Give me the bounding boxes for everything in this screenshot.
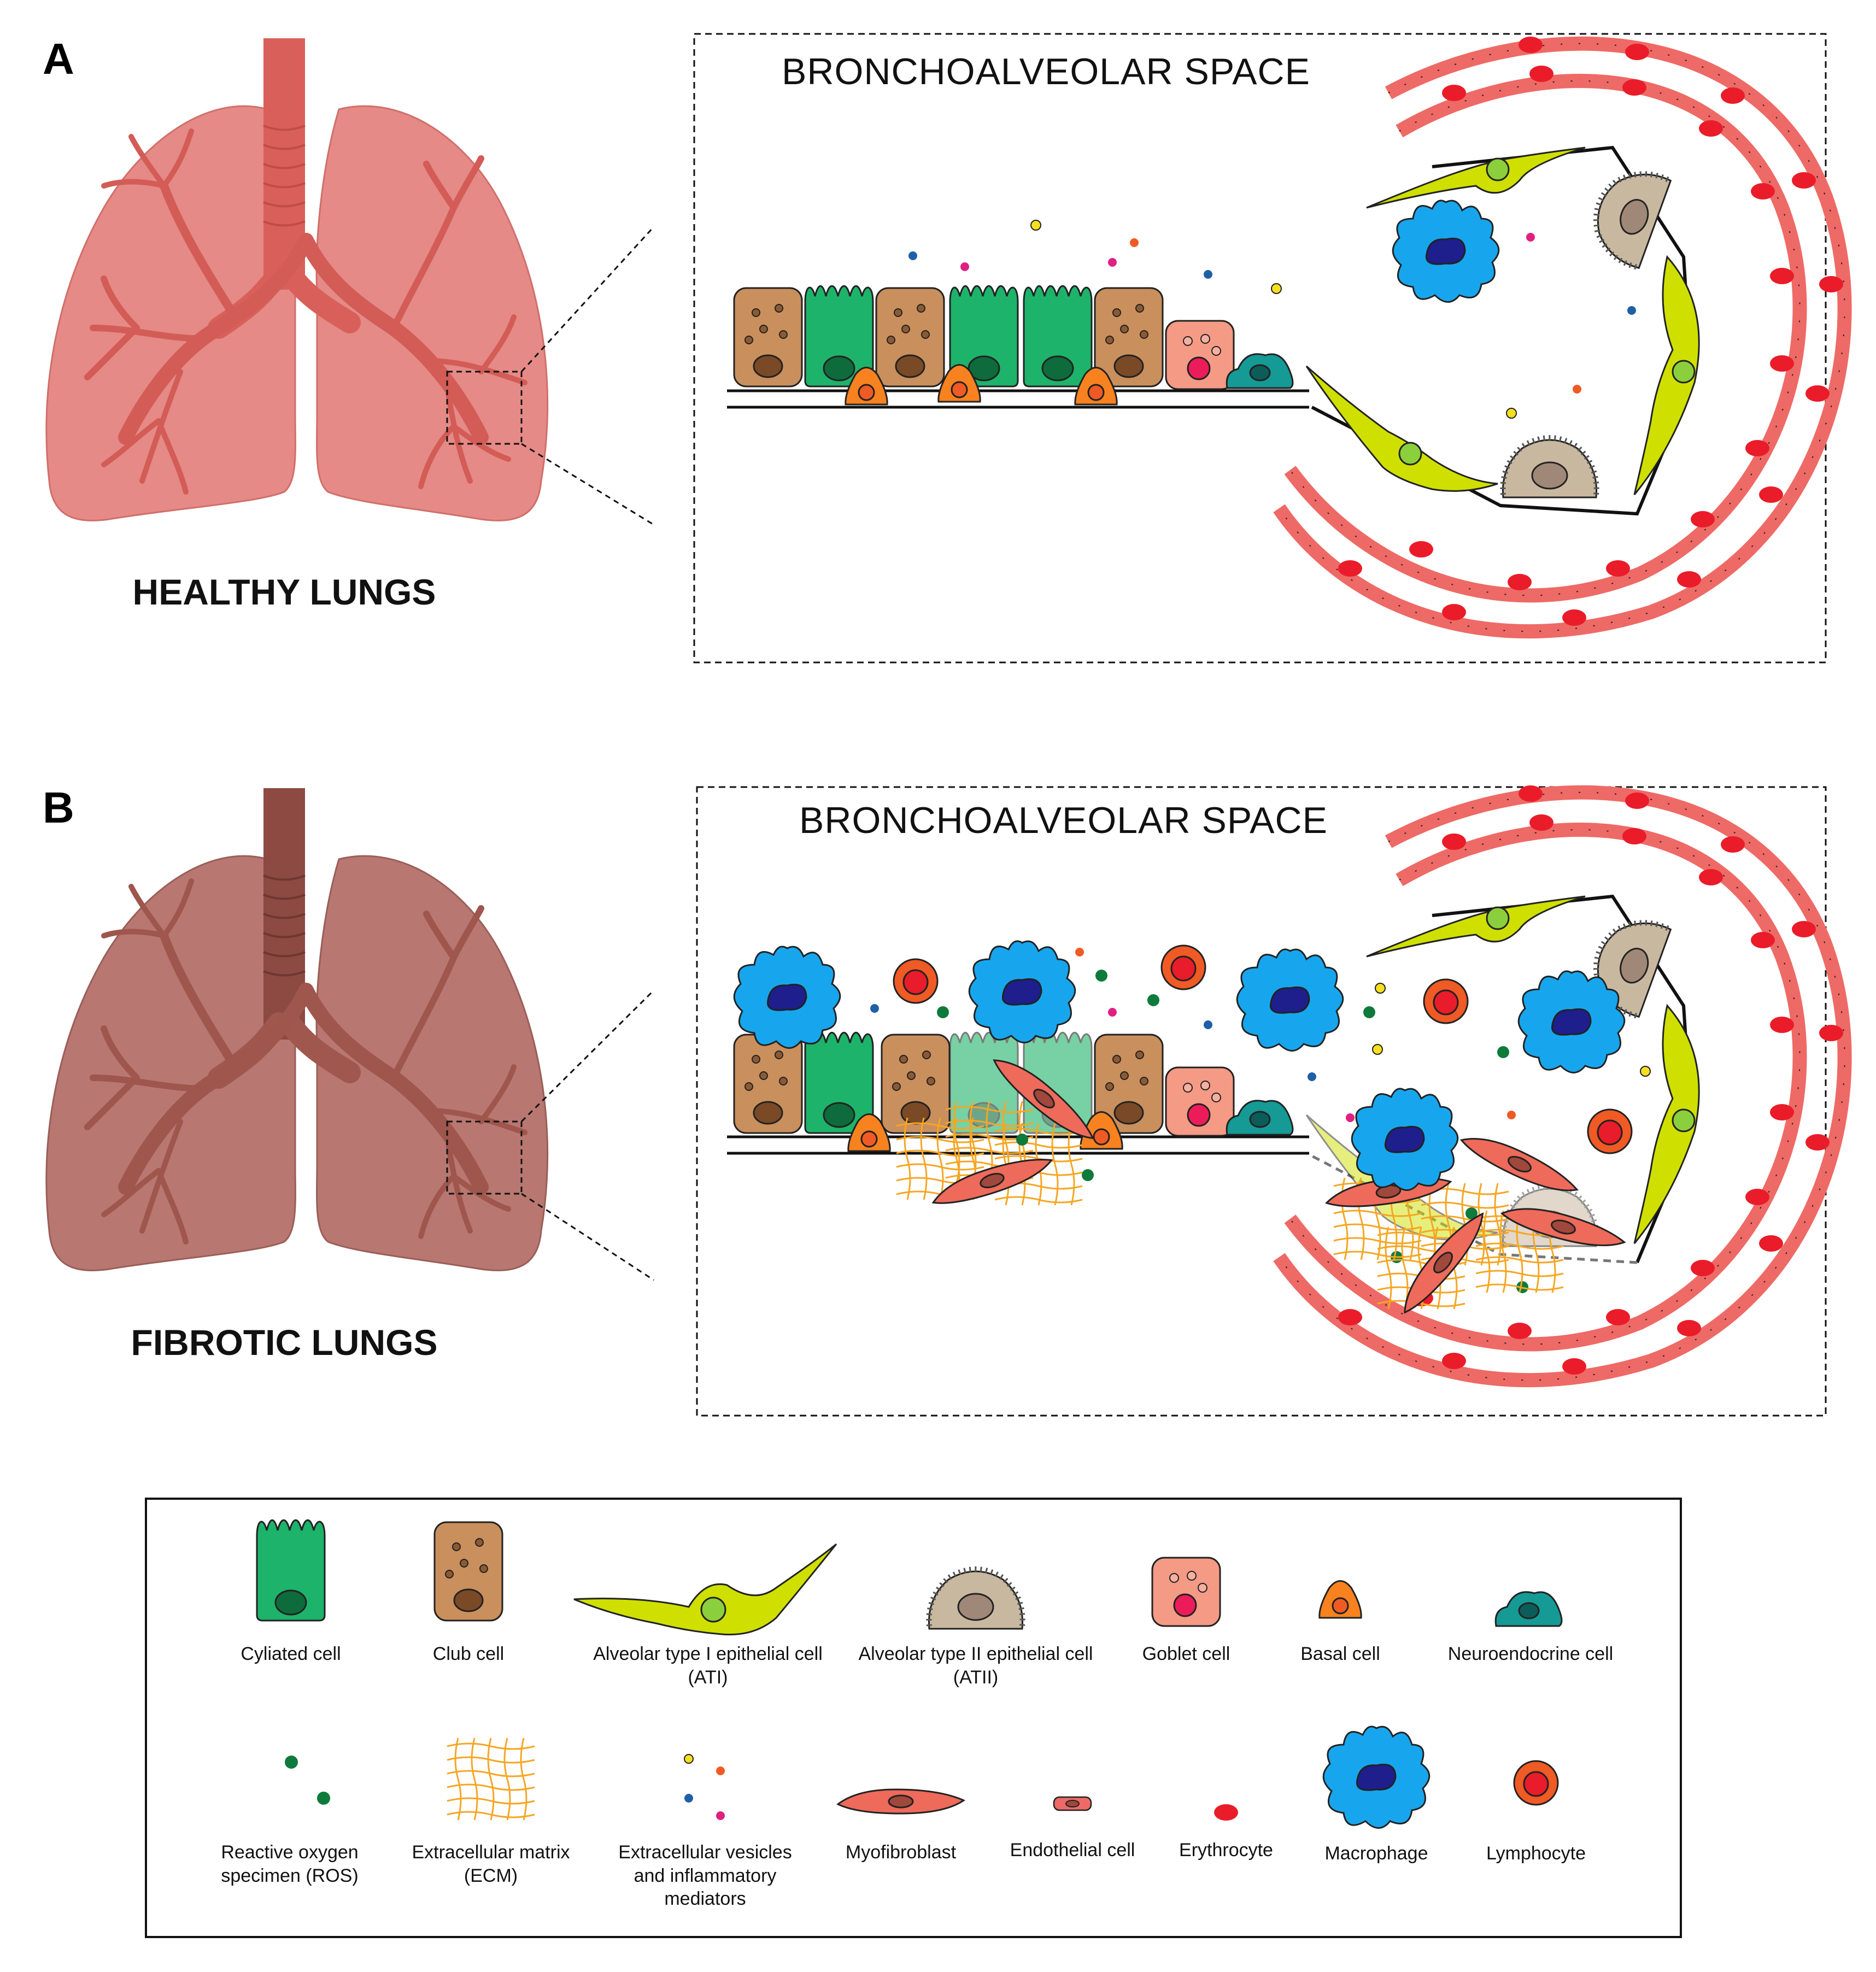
- fibrotic-bronchoalveolar-box: [696, 786, 1827, 1417]
- legend-icon-basal: [1318, 1580, 1362, 1619]
- legend-label-mediators: Extracellular vesicles and inflammatory …: [618, 1842, 792, 1909]
- legend-icons: [256, 1519, 1563, 1829]
- legend-icon-endothelial: [1053, 1796, 1092, 1811]
- legend-label-basal: Basal cell: [1300, 1644, 1380, 1664]
- panel-a-label: A: [43, 34, 74, 83]
- legend-box: [145, 1498, 1682, 1938]
- legend-label-ciliated: Cyliated cell: [241, 1644, 341, 1664]
- healthy-mediators: [908, 220, 1636, 419]
- legend-icon-myofibroblast: [837, 1788, 965, 1815]
- legend-icon-ecm: [446, 1737, 536, 1821]
- legend-label-atii: Alveolar type II epithelial cell (ATII): [858, 1644, 1093, 1688]
- healthy-zoom-box: [446, 371, 523, 445]
- fibrotic-alveolus: [1273, 785, 1852, 1388]
- legend-icon-atii: [929, 1569, 1022, 1629]
- healthy-lungs-illustration: [45, 38, 655, 526]
- legend-label-erythrocyte: Erythrocyte: [1179, 1840, 1273, 1861]
- legend-icon-lymphocyte: [1513, 1760, 1559, 1806]
- legend-label-endothelial: Endothelial cell: [1010, 1840, 1135, 1861]
- panel-b-label: B: [43, 783, 74, 832]
- legend-label-neuroendocrine: Neuroendocrine cell: [1447, 1644, 1614, 1664]
- healthy-airway-epithelium: [727, 285, 1309, 409]
- legend-icon-club: [433, 1521, 503, 1622]
- fibrotic-zoom-box: [446, 1120, 523, 1195]
- fibrotic-lungs-caption: FIBROTIC LUNGS: [131, 1322, 438, 1363]
- legend-label-ros: Reactive oxygen specimen (ROS): [221, 1842, 359, 1886]
- legend-icon-neuroendocrine: [1494, 1591, 1563, 1627]
- legend-label-goblet: Goblet cell: [1142, 1644, 1230, 1664]
- legend-icon-ati: [573, 1543, 837, 1636]
- legend-icon-mediators: [684, 1754, 725, 1820]
- legend-icon-goblet: [1151, 1557, 1221, 1627]
- legend-label-lymphocyte: Lymphocyte: [1486, 1843, 1586, 1864]
- legend-icon-ros: [285, 1756, 330, 1805]
- legend-icon-macrophage: [1322, 1725, 1431, 1829]
- healthy-lungs-caption: HEALTHY LUNGS: [132, 572, 436, 612]
- fibrotic-airway-epithelium: [727, 940, 1344, 1212]
- legend-icon-ciliated: [256, 1519, 326, 1622]
- healthy-alveolus: [1273, 36, 1852, 639]
- fibrotic-lungs-illustration: [45, 788, 655, 1281]
- legend-label-myofibroblast: Myofibroblast: [845, 1842, 957, 1863]
- healthy-bronchoalveolar-box: [693, 33, 1827, 664]
- panel-b-space-title: BRONCHOALVEOLAR SPACE: [799, 800, 1328, 841]
- panel-a-space-title: BRONCHOALVEOLAR SPACE: [782, 51, 1310, 92]
- legend-label-club: Club cell: [432, 1644, 505, 1664]
- legend-icon-erythrocyte: [1214, 1804, 1238, 1821]
- legend-label-macrophage: Macrophage: [1324, 1843, 1428, 1864]
- legend-label-ecm: Extracellular matrix (ECM): [412, 1842, 570, 1886]
- legend-label-ati: Alveolar type I epithelial cell (ATI): [593, 1644, 823, 1688]
